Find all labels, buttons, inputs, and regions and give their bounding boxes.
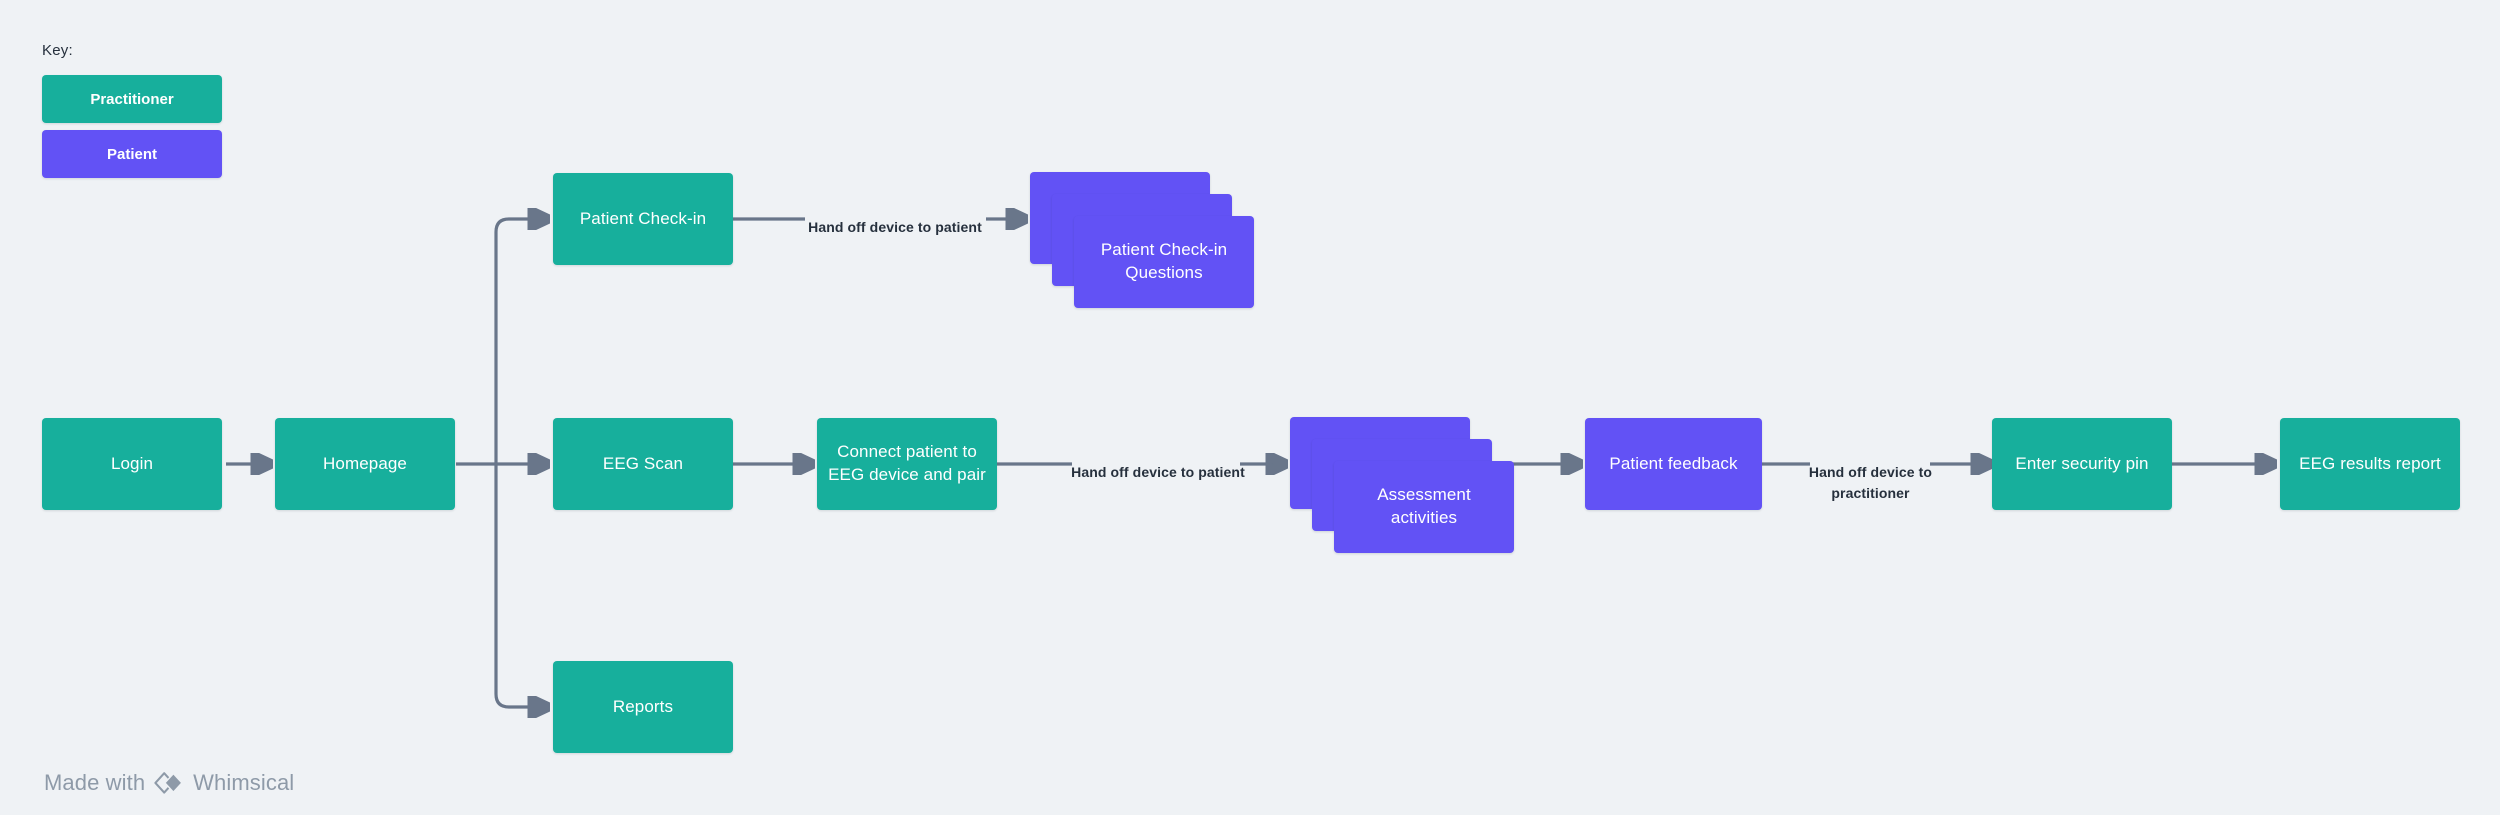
node-login[interactable]: Login — [42, 418, 222, 510]
node-label-eeg-results-report: EEG results report — [2299, 453, 2441, 473]
made-with-whimsical-footer[interactable]: Made with Whimsical — [44, 770, 294, 796]
edge-label-text: Hand off device to practitioner — [1808, 464, 1933, 501]
node-patient-check-in[interactable]: Patient Check-in — [553, 173, 733, 265]
node-label-login: Login — [110, 453, 154, 473]
node-eeg-results-report[interactable]: EEG results report — [2280, 418, 2460, 510]
node-label-enter-security-pin: Enter security pin — [2015, 453, 2149, 473]
node-eeg-scan[interactable]: EEG Scan — [553, 418, 733, 510]
stack-card-front[interactable]: Assessment activities — [1334, 461, 1514, 553]
edge-label-hand-off-device-to-patient-mid: Hand off device to patient — [1058, 441, 1258, 483]
stack-card-front[interactable]: Patient Check-in Questions — [1074, 216, 1254, 308]
node-connect-eeg-device[interactable]: Connect patient to EEG device and pair — [817, 418, 997, 510]
node-label-reports: Reports — [612, 696, 674, 716]
footer-brand-label: Whimsical — [193, 770, 295, 795]
node-label-patient-feedback: Patient feedback — [1609, 453, 1738, 473]
edge-label-text: Hand off device to patient — [1071, 464, 1245, 480]
edge-label-hand-off-device-to-practitioner: Hand off device to practitioner — [1798, 441, 1943, 504]
node-label-assessment-activities: Assessment activities — [1377, 485, 1471, 527]
node-label-patient-check-in: Patient Check-in — [579, 208, 707, 228]
edge-homepage-reports — [494, 464, 545, 707]
footer-made-with-label: Made with — [44, 770, 146, 795]
legend-label-patient: Patient — [106, 145, 157, 163]
whimsical-diamond-icon — [154, 772, 183, 794]
node-patient-feedback[interactable]: Patient feedback — [1585, 418, 1762, 510]
legend-item-practitioner: Practitioner — [42, 75, 222, 123]
legend-item-patient: Patient — [42, 130, 222, 178]
node-label-homepage: Homepage — [323, 453, 407, 473]
node-label-connect-eeg-device: Connect patient to EEG device and pair — [828, 442, 986, 484]
node-reports[interactable]: Reports — [553, 661, 733, 753]
node-assessment-activities[interactable]: Assessment activities — [1290, 417, 1514, 554]
node-label-eeg-scan: EEG Scan — [602, 453, 684, 473]
node-label-patient-check-in-questions: Patient Check-in Questions — [1100, 240, 1228, 282]
legend-label-practitioner: Practitioner — [90, 90, 174, 108]
node-enter-security-pin[interactable]: Enter security pin — [1992, 418, 2172, 510]
legend-title: Key: — [42, 42, 73, 59]
edge-label-hand-off-device-to-patient-top: Hand off device to patient — [795, 196, 995, 238]
edge-homepage-patient-checkin — [494, 219, 545, 464]
edge-label-text: Hand off device to patient — [808, 219, 982, 235]
node-homepage[interactable]: Homepage — [275, 418, 455, 510]
node-patient-check-in-questions[interactable]: Patient Check-in Questions — [1030, 172, 1254, 309]
